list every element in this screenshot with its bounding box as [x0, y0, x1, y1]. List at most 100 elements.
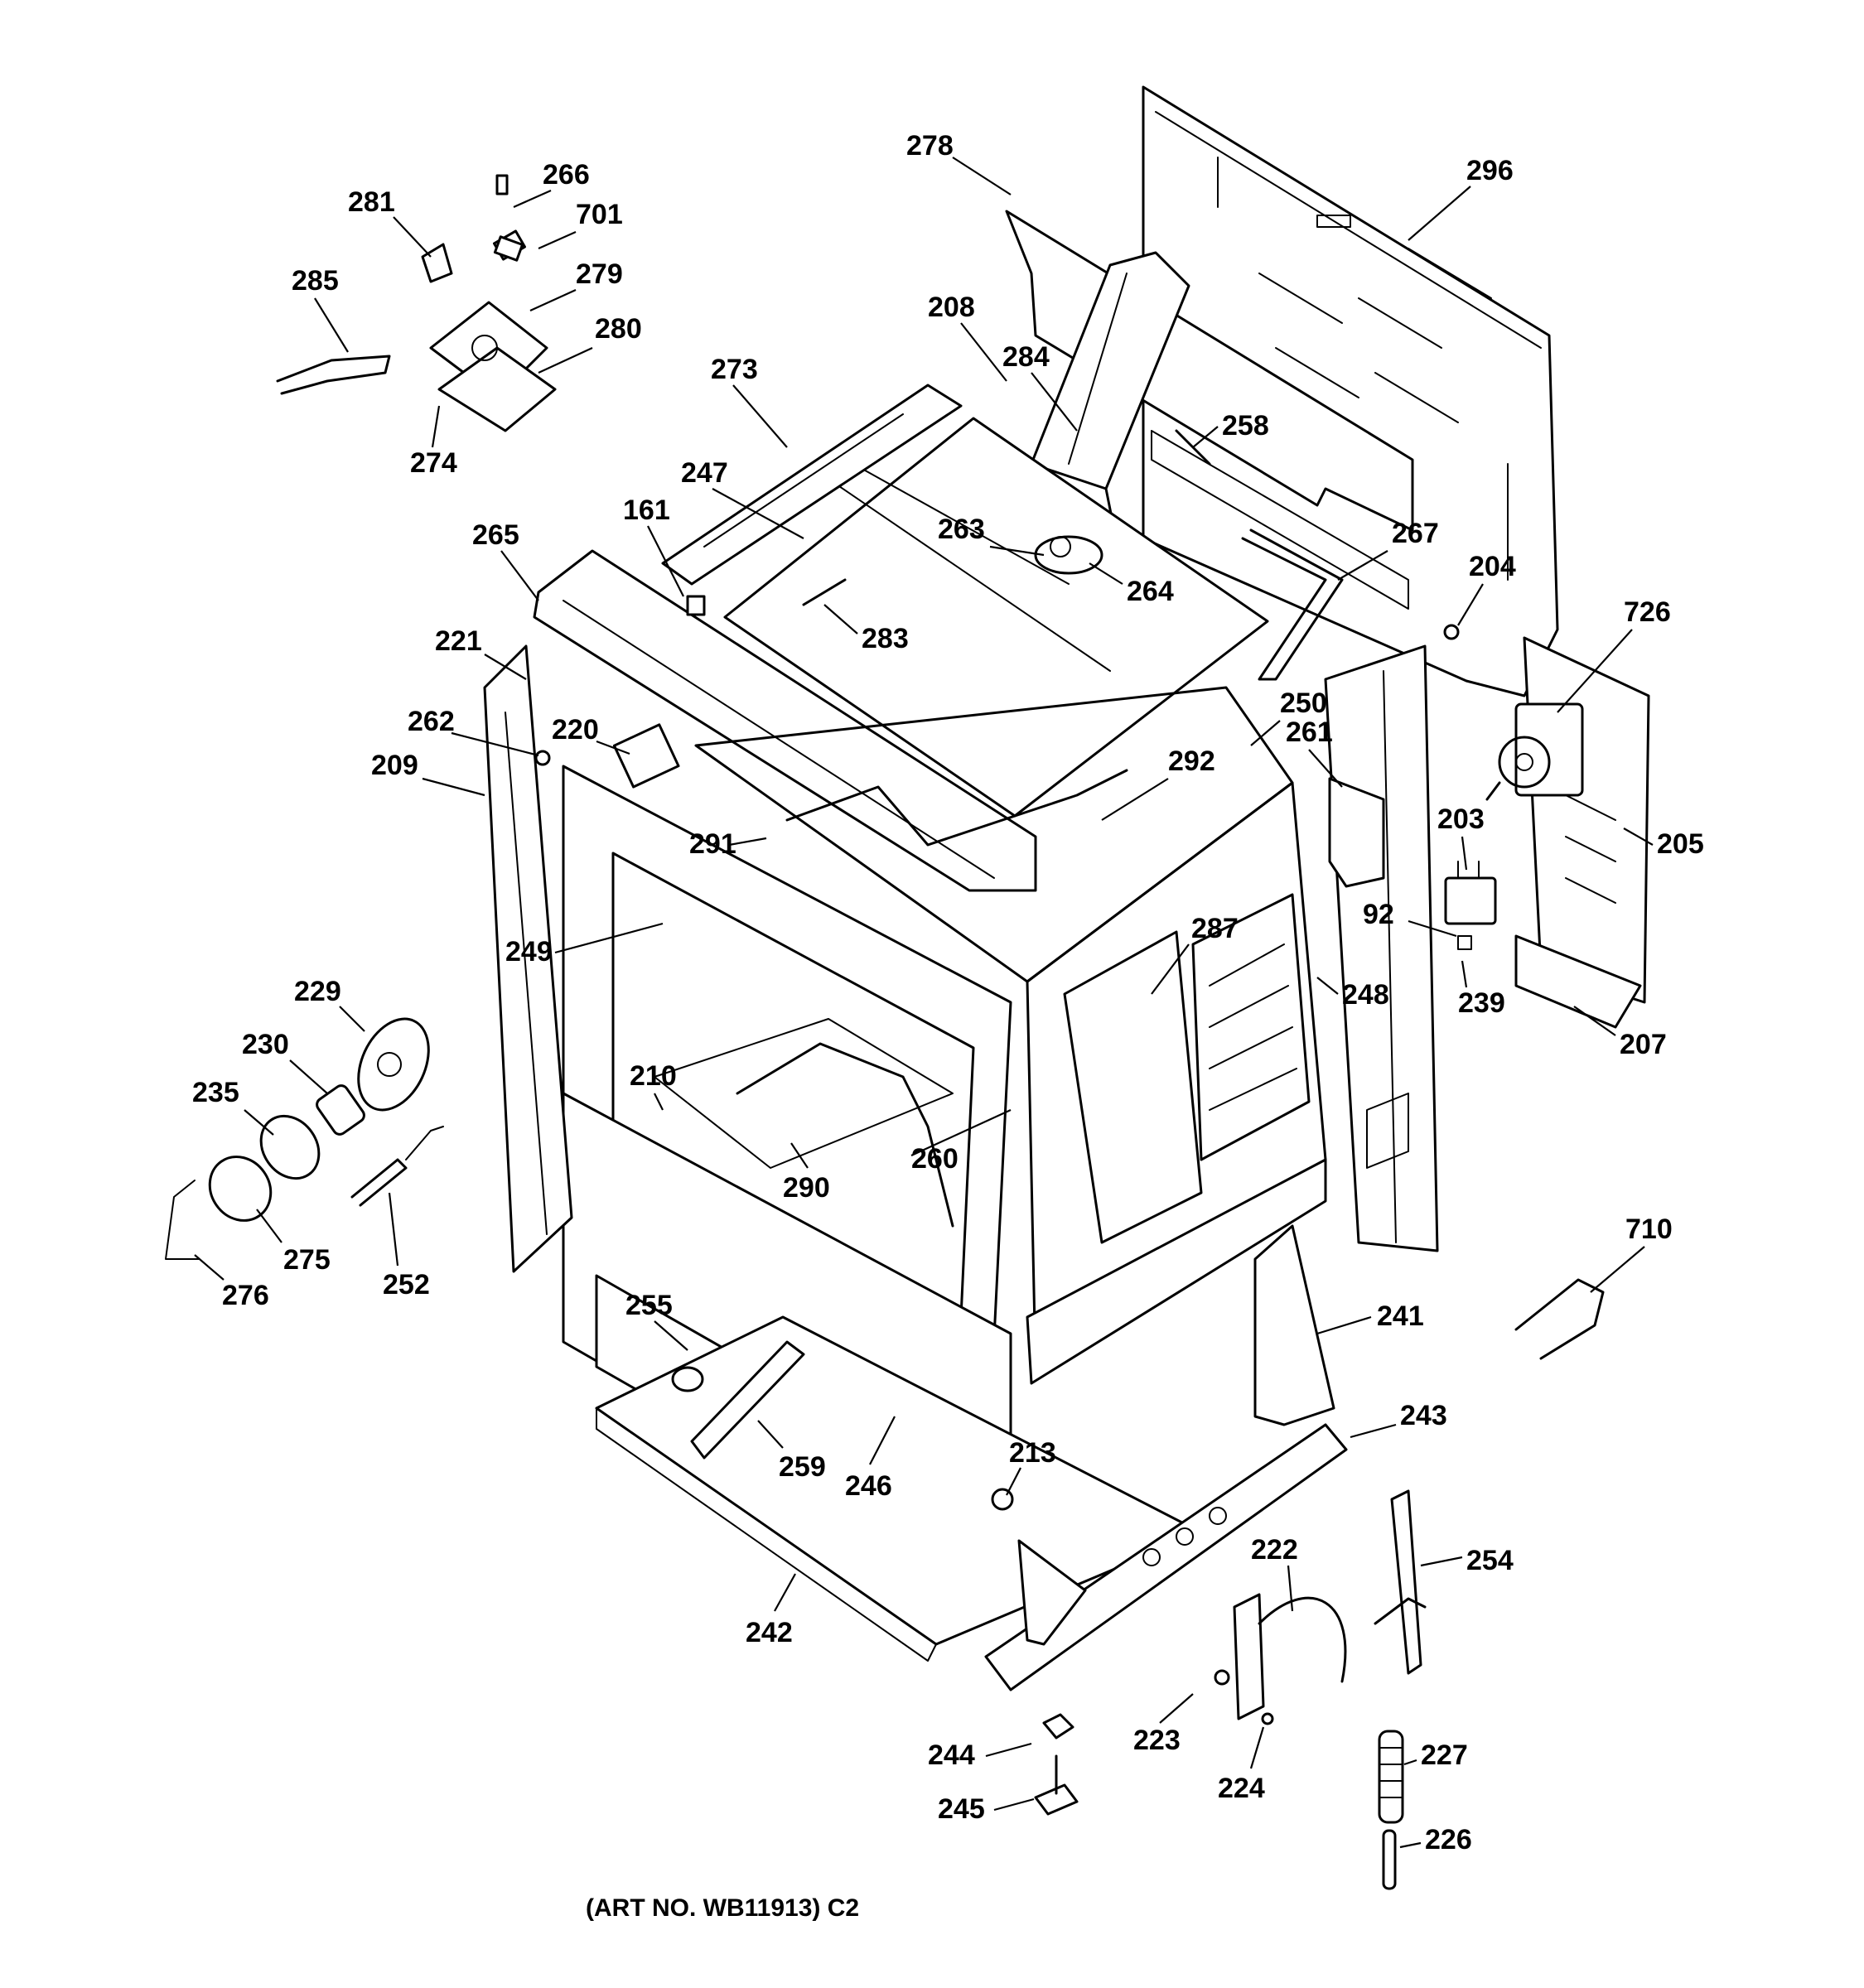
callout-263: 263 [938, 514, 985, 545]
callout-239: 239 [1458, 987, 1505, 1019]
callout-264: 264 [1127, 576, 1174, 607]
leader-line-280 [538, 347, 593, 374]
callout-267: 267 [1392, 518, 1439, 549]
leader-line-92 [1408, 919, 1457, 938]
bracket-710-drawing [1514, 1278, 1605, 1360]
wire-cover-drawing [1514, 636, 1650, 1029]
leader-line-245 [993, 1797, 1035, 1812]
leader-line-244 [985, 1742, 1032, 1758]
leader-line-265 [500, 550, 539, 601]
leader-line-252 [388, 1192, 399, 1267]
callout-246: 246 [845, 1470, 892, 1502]
callout-204: 204 [1469, 551, 1516, 582]
callout-244: 244 [928, 1740, 975, 1771]
leader-line-229 [339, 1006, 365, 1032]
leader-line-726 [1557, 629, 1633, 713]
leader-line-161 [647, 525, 684, 597]
callout-291: 291 [689, 828, 736, 860]
callout-247: 247 [681, 457, 728, 489]
leader-line-242 [774, 1573, 796, 1612]
callout-245: 245 [938, 1793, 985, 1825]
callout-276: 276 [222, 1280, 269, 1311]
leader-line-207 [1573, 1006, 1616, 1036]
callout-203: 203 [1437, 803, 1485, 835]
callout-230: 230 [242, 1029, 289, 1060]
callout-726: 726 [1624, 596, 1671, 628]
leader-line-283 [823, 604, 858, 635]
leader-line-205 [1623, 828, 1654, 846]
callout-284: 284 [1002, 341, 1050, 373]
leader-line-222 [1287, 1565, 1294, 1612]
leader-line-227 [1403, 1759, 1417, 1766]
callout-258: 258 [1222, 410, 1269, 442]
hinge-drawing [1374, 1489, 1427, 1675]
leader-line-701 [538, 230, 577, 250]
callout-235: 235 [192, 1077, 239, 1108]
callout-249: 249 [505, 936, 553, 967]
callout-273: 273 [711, 354, 758, 385]
kick-rail-drawing [984, 1423, 1348, 1691]
leader-line-210 [654, 1093, 664, 1111]
leader-line-292 [1101, 778, 1169, 821]
callout-221: 221 [435, 625, 482, 657]
leader-line-235 [244, 1109, 274, 1136]
callout-259: 259 [779, 1451, 826, 1483]
leader-line-258 [1192, 426, 1219, 448]
callout-224: 224 [1218, 1773, 1265, 1804]
callout-210: 210 [630, 1060, 677, 1092]
leader-line-259 [757, 1420, 784, 1449]
leader-line-284 [1031, 372, 1078, 432]
leader-line-279 [529, 288, 577, 312]
callout-250: 250 [1280, 688, 1327, 719]
callout-292: 292 [1168, 746, 1215, 777]
bracket-262-drawing [1328, 777, 1385, 888]
link-drawing [1382, 1829, 1397, 1890]
callout-287: 287 [1191, 913, 1239, 944]
leader-line-260 [910, 1109, 1012, 1156]
leader-line-247 [712, 488, 804, 539]
leader-line-230 [289, 1059, 328, 1094]
leader-line-213 [1006, 1467, 1021, 1496]
callout-242: 242 [746, 1617, 793, 1648]
callout-229: 229 [294, 976, 341, 1007]
leader-line-710 [1590, 1246, 1645, 1293]
leader-line-223 [1159, 1693, 1194, 1724]
callout-280: 280 [595, 313, 642, 345]
leader-line-243 [1350, 1423, 1397, 1439]
leader-line-267 [1337, 550, 1388, 581]
callout-241: 241 [1377, 1300, 1424, 1332]
leader-line-290 [790, 1142, 809, 1169]
callout-223: 223 [1133, 1725, 1181, 1756]
leader-lines [194, 157, 1654, 1849]
leader-line-275 [256, 1209, 282, 1243]
leader-line-224 [1249, 1726, 1265, 1769]
art-number-caption: (ART NO. WB11913) C2 [586, 1894, 859, 1922]
terminal-block-drawing [1444, 861, 1497, 950]
callout-265: 265 [472, 519, 519, 551]
callout-285: 285 [292, 265, 339, 297]
leader-line-273 [732, 384, 788, 448]
callout-255: 255 [625, 1290, 673, 1321]
leader-line-204 [1457, 583, 1484, 626]
callout-281: 281 [348, 186, 395, 218]
leader-line-249 [554, 922, 664, 954]
leader-line-262 [451, 731, 539, 757]
lock-assembly-drawing [276, 229, 557, 432]
left-side-panel-drawing [483, 644, 573, 1273]
callout-710: 710 [1625, 1214, 1673, 1245]
leader-line-254 [1420, 1556, 1463, 1567]
light-assembly-drawing [165, 1017, 430, 1260]
callout-205: 205 [1657, 828, 1704, 860]
leader-line-203 [1461, 836, 1468, 871]
leader-line-266 [513, 189, 552, 209]
part-drawings [165, 85, 1650, 1890]
leader-line-255 [654, 1320, 688, 1351]
leader-line-261 [1308, 749, 1343, 788]
callout-275: 275 [283, 1244, 331, 1276]
callout-248: 248 [1342, 979, 1389, 1011]
leader-line-291 [728, 837, 767, 847]
leader-line-281 [393, 216, 432, 258]
callout-207: 207 [1620, 1029, 1667, 1060]
